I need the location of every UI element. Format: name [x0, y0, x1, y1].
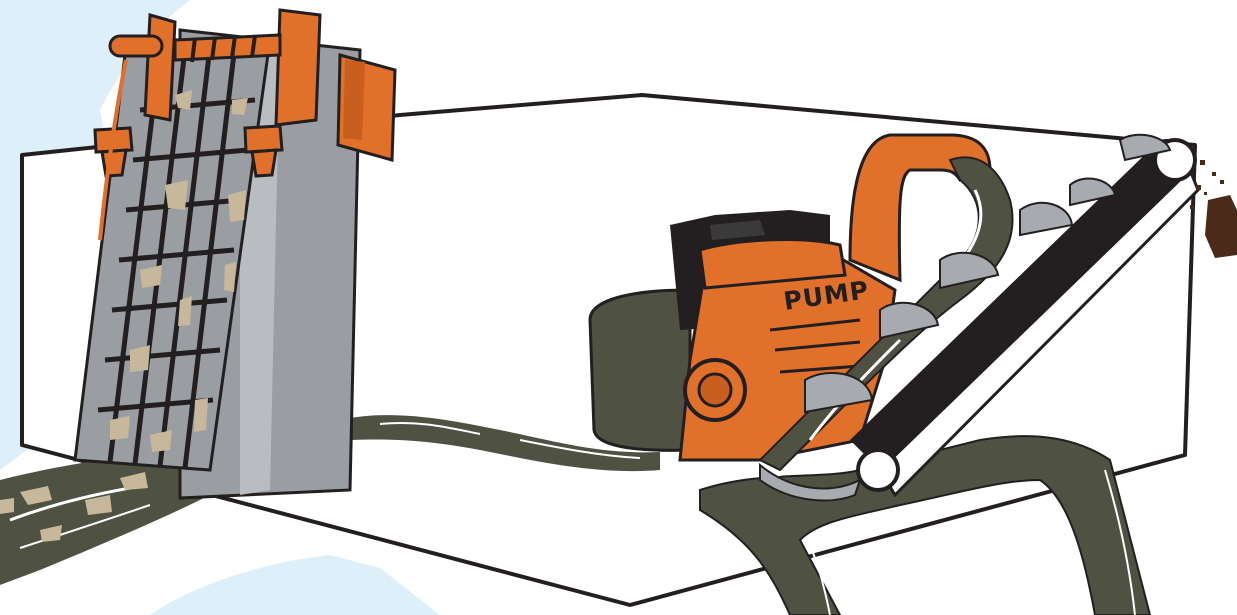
bar-screen-icon	[75, 10, 395, 498]
sludge-debris-icon	[1190, 160, 1237, 258]
